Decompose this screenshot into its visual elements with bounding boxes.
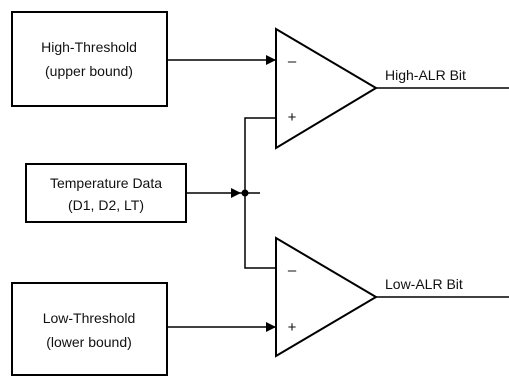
temperature-data-block: Temperature Data (D1, D2, LT): [25, 163, 187, 223]
low-comparator-minus-sign: –: [288, 262, 297, 279]
high-threshold-block: High-Threshold (upper bound): [11, 11, 168, 107]
low-threshold-block: Low-Threshold (lower bound): [11, 282, 168, 376]
temperature-data-sublabel: (D1, D2, LT): [68, 197, 144, 213]
wires: [167, 55, 509, 332]
low-threshold-sublabel: (lower bound): [46, 334, 132, 350]
high-threshold-label: High-Threshold: [41, 39, 137, 55]
low-comparator-plus-sign: +: [288, 319, 297, 336]
low-comparator: – +: [275, 236, 378, 358]
high-comparator: – +: [275, 27, 378, 150]
high-alr-bit-label: High-ALR Bit: [385, 67, 466, 83]
temperature-data-label: Temperature Data: [50, 175, 162, 191]
temperature-to-high-plus-wire: [244, 117, 276, 193]
low-threshold-label: Low-Threshold: [43, 310, 136, 326]
high-comparator-plus-sign: +: [288, 109, 297, 126]
high-comparator-minus-sign: –: [288, 53, 297, 70]
junction-dot: [241, 189, 249, 197]
temperature-to-low-minus-wire: [244, 193, 276, 269]
low-alr-bit-label: Low-ALR Bit: [385, 276, 463, 292]
high-threshold-sublabel: (upper bound): [45, 63, 133, 79]
